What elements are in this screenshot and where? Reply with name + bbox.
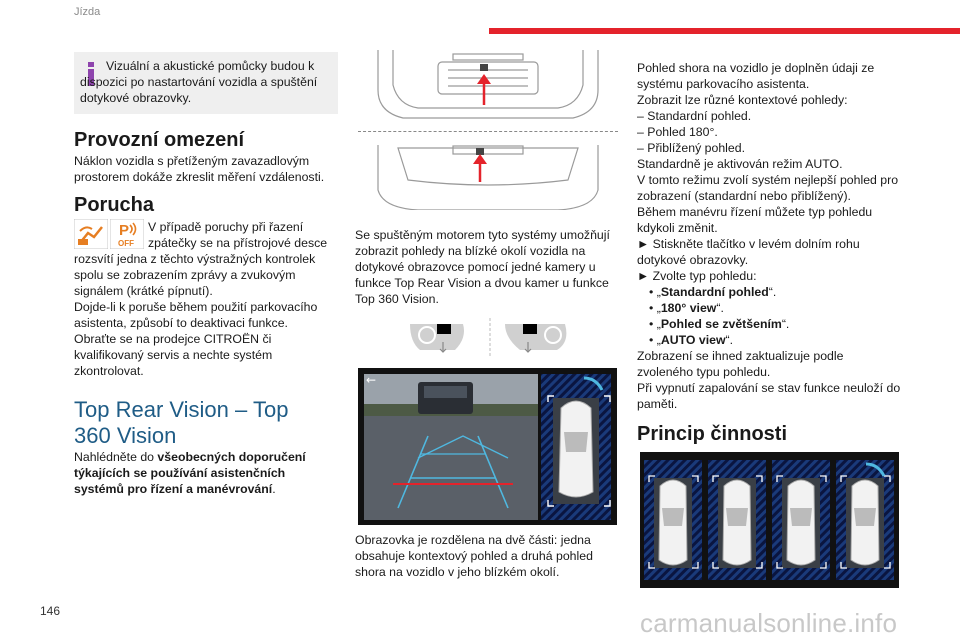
- vehicle-camera-diagram: [377, 50, 599, 210]
- col3-line: – Přiblížený pohled.: [637, 141, 746, 155]
- col2-intro-text: Se spuštěným motorem tyto systémy umožňu…: [355, 228, 610, 306]
- heading-provozni: Provozní omezení: [74, 129, 245, 151]
- col3-line: Zobrazení se ihned zaktualizuje podle zv…: [637, 349, 844, 379]
- col3-line: ► Stiskněte tlačítko v levém dolním rohu…: [637, 237, 860, 267]
- list-item: • „Pohled se zvětšením“.: [649, 317, 790, 331]
- watermark: carmanualsonline.info: [640, 608, 898, 638]
- heading-princip: Princip činnosti: [637, 423, 788, 445]
- page-number: 146: [40, 604, 61, 618]
- list-item: • „AUTO view“.: [649, 333, 734, 347]
- top-view-modes-image: [640, 452, 899, 588]
- top-view-panel-4: [836, 460, 894, 580]
- col3-line: Pohled shora na vozidlo je doplněn údaji…: [637, 61, 875, 91]
- camera-screen-image: ←: [358, 368, 617, 525]
- top-rear-reference: Nahlédněte do všeobecných doporučení týk…: [74, 450, 306, 496]
- col3-line: – Standardní pohled.: [637, 109, 752, 123]
- col3-text: Pohled shora na vozidlo je doplněn údaji…: [637, 60, 901, 412]
- view-options-list: • „Standardní pohled“. • „180° view“. • …: [637, 284, 901, 348]
- running-header: Jízda: [74, 6, 101, 18]
- svg-text:P: P: [119, 222, 129, 239]
- top-view-panel-3: [772, 460, 830, 580]
- info-box: Vizuální a akustické pomůcky budou k dis…: [74, 52, 338, 114]
- parking-off-warning-icon: P OFF: [110, 219, 144, 249]
- top-view-panel-1: [644, 460, 702, 580]
- provozni-text: Náklon vozidla s přetíženým zavazadlovým…: [74, 154, 325, 184]
- porucha-text-3: Obraťte se na prodejce CITROËN či kvalif…: [74, 332, 273, 378]
- col3-line: – Pohled 180°.: [637, 125, 718, 139]
- camera-position-icons: [410, 318, 567, 358]
- top-view-panel-2: [708, 460, 766, 580]
- col3-line: Při vypnutí zapalování se stav funkce ne…: [637, 381, 901, 411]
- info-icon: [88, 62, 94, 86]
- list-item: • „Standardní pohled“.: [649, 285, 777, 299]
- porucha-text-2: Dojde-li k poruše během použití parkovac…: [74, 300, 318, 330]
- back-arrow-icon: ←: [366, 373, 376, 387]
- porucha-text-b: rozsvítí jedna z těchto výstražných kont…: [74, 252, 316, 298]
- diagram-divider: [358, 131, 618, 132]
- porucha-text-a: V případě poruchy při řazení zpátečky se…: [148, 220, 328, 250]
- heading-porucha: Porucha: [74, 194, 155, 216]
- col3-line: Zobrazit lze různé kontextové pohledy:: [637, 93, 848, 107]
- col3-line: Během manévru řízení můžete typ pohledu …: [637, 205, 873, 235]
- svg-text:OFF: OFF: [118, 239, 134, 248]
- col3-line: V tomto režimu zvolí systém nejlepší poh…: [637, 173, 899, 203]
- header-accent-bar: [489, 28, 960, 34]
- col2-screen-text: Obrazovka je rozdělena na dvě části: jed…: [355, 533, 593, 579]
- col3-line: Standardně je aktivován režim AUTO.: [637, 157, 843, 171]
- info-text: Vizuální a akustické pomůcky budou k dis…: [80, 59, 318, 105]
- heading-top-rear-vision: Top Rear Vision – Top 360 Vision: [74, 397, 289, 448]
- col3-line: ► Zvolte typ pohledu:: [637, 269, 757, 283]
- mirror-camera-left-icon: [410, 324, 464, 353]
- parking-sensor-warning-icon: [74, 219, 108, 249]
- list-item: • „180° view“.: [649, 301, 724, 315]
- mirror-camera-right-icon: [505, 324, 567, 353]
